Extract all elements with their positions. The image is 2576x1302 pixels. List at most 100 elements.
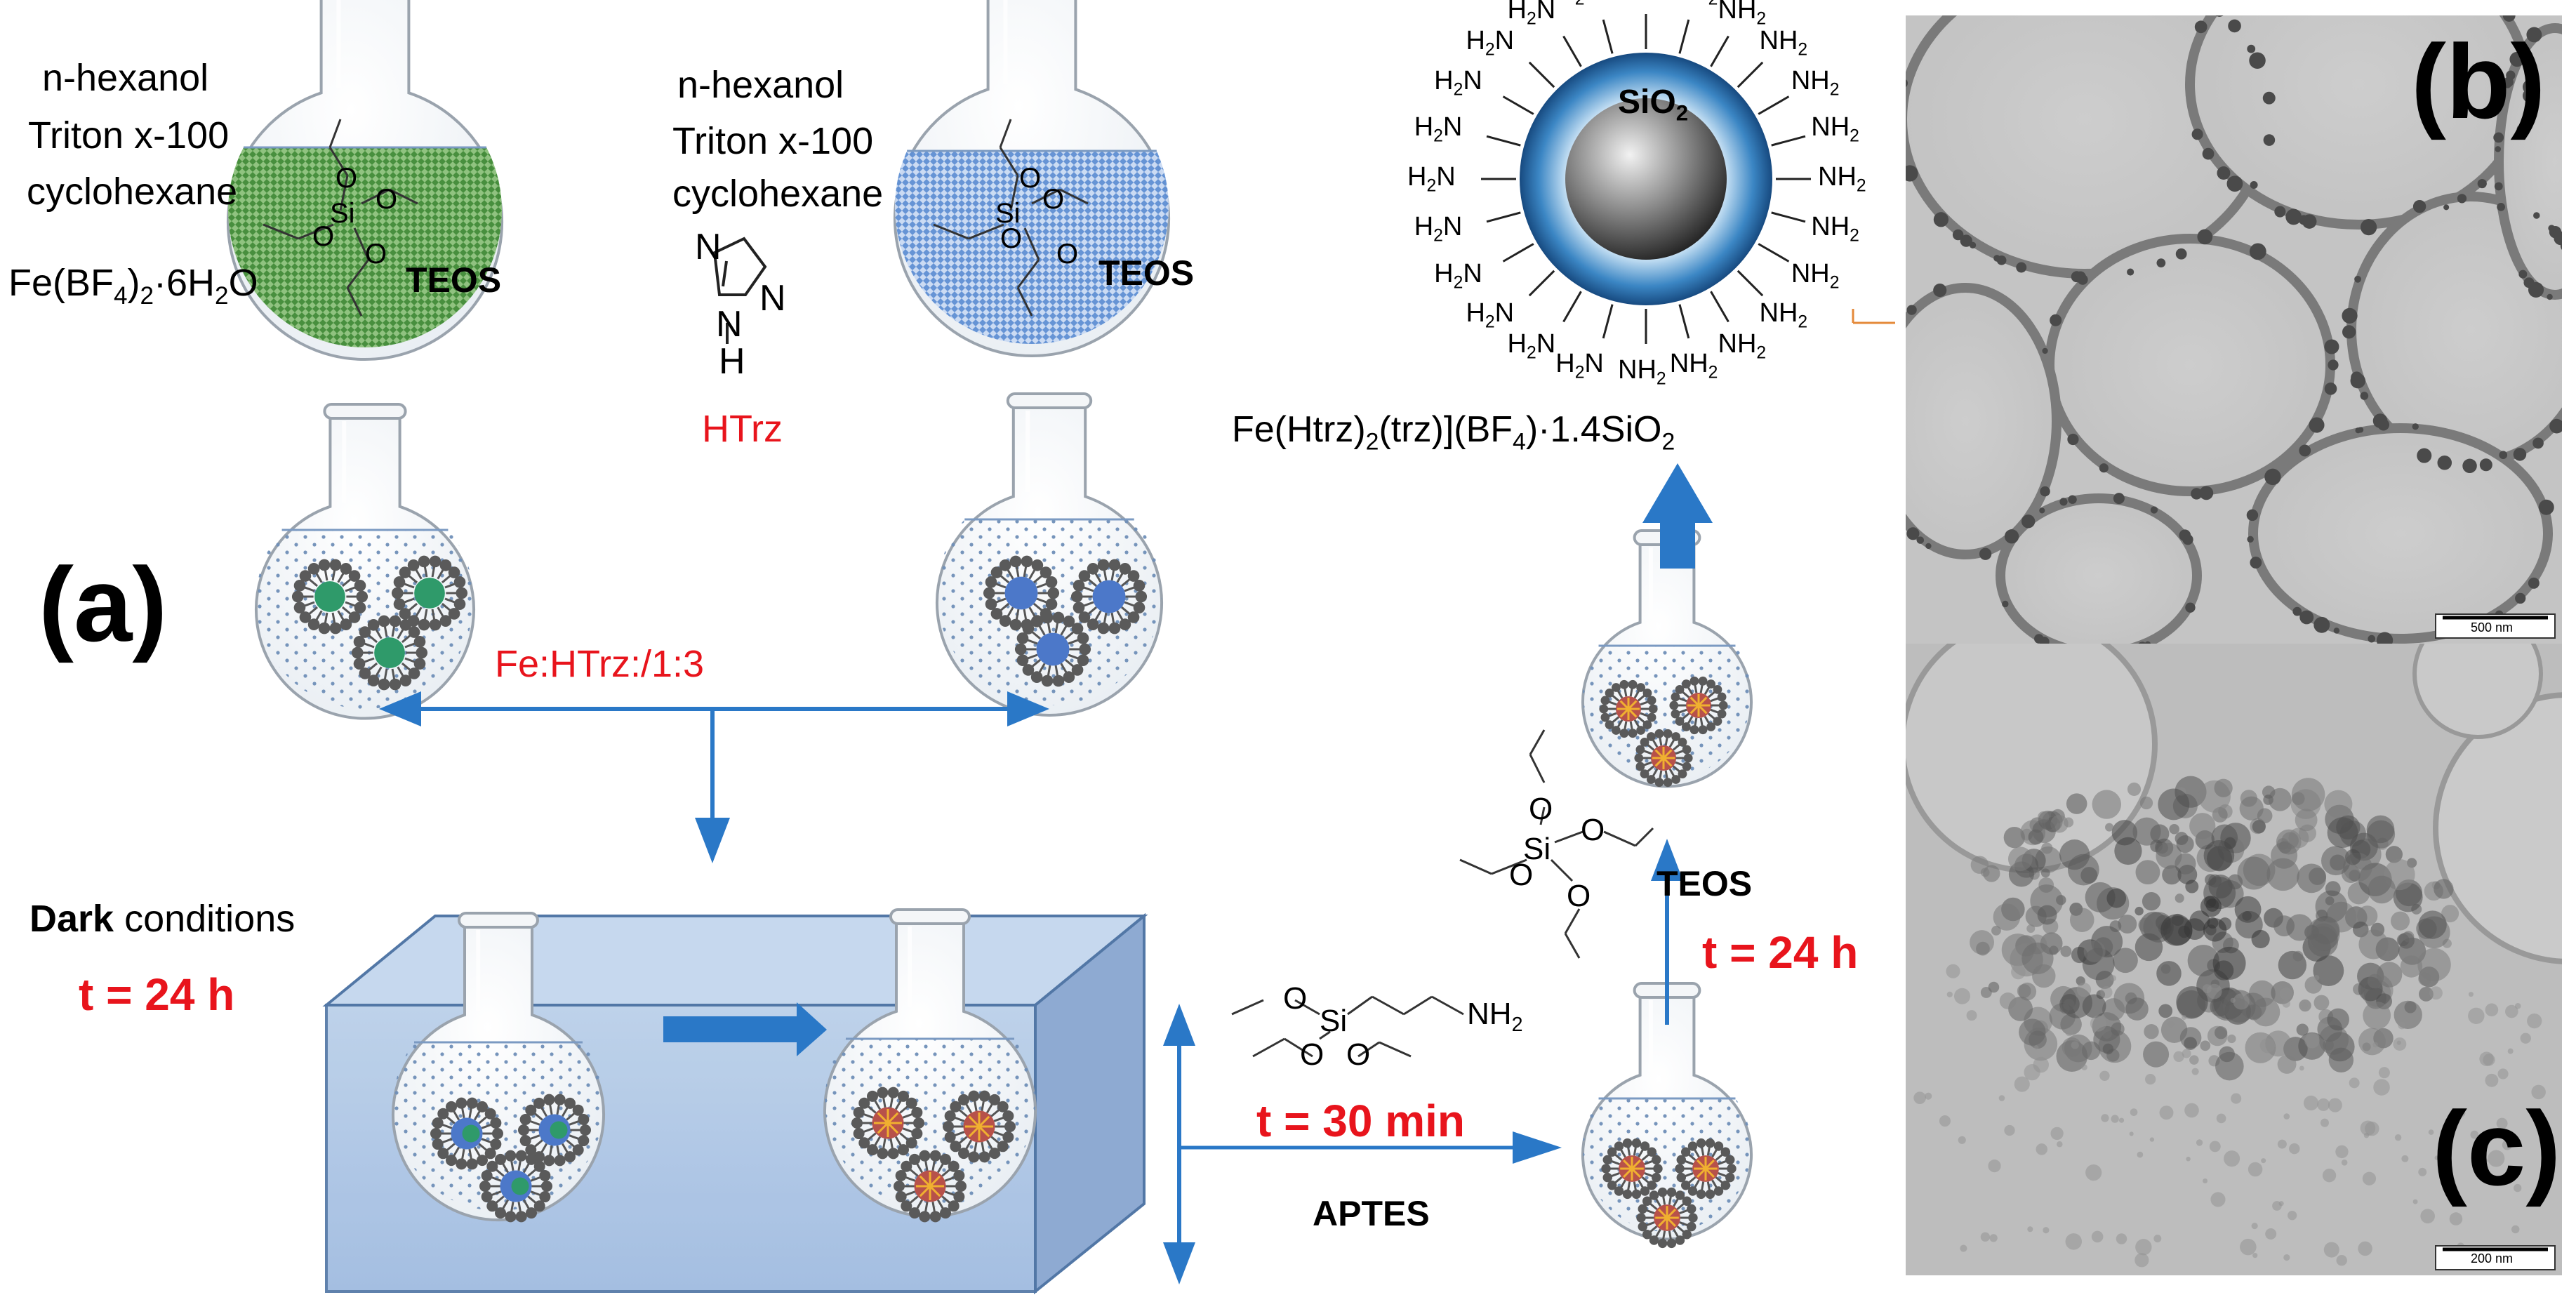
flask-ligand [894, 0, 1170, 357]
aggregate-faint [2076, 982, 2092, 997]
aggregate [2325, 881, 2341, 897]
lacey-carbon-hole [1996, 493, 2202, 644]
aggregate-faint [2184, 1103, 2199, 1118]
aggregate [2144, 1024, 2159, 1039]
aggregate [2297, 863, 2326, 894]
aggregate [2313, 955, 2344, 986]
tem-image-c [1906, 644, 2562, 1275]
aggregate [2234, 896, 2262, 923]
aggregate-faint [2301, 1002, 2308, 1009]
aggregate-faint [2420, 1209, 2436, 1223]
aptes-bond [1357, 1041, 1380, 1058]
solvent-line-2: Triton x-100 [28, 114, 230, 157]
particle [2215, 15, 2224, 17]
particle [1906, 165, 1914, 175]
particle [2274, 206, 2286, 218]
aggregate-faint [2259, 1038, 2275, 1054]
particle [1906, 305, 1917, 315]
particle [2113, 493, 2125, 505]
aggregate-faint [2118, 1117, 2125, 1123]
aggregate-faint [2167, 1021, 2175, 1028]
aptes-label: APTES [1313, 1194, 1430, 1233]
particle [1945, 8, 1952, 15]
flask-solution [825, 1039, 1035, 1207]
aggregate-faint [2149, 1137, 2155, 1142]
particle [2560, 241, 2562, 251]
particle [2526, 27, 2542, 43]
particle [2004, 529, 2019, 544]
triazole-ring [712, 237, 767, 296]
aggregate-faint [2231, 1093, 2242, 1104]
aggregate-faint [2277, 1139, 2287, 1149]
teos1-o2: O [376, 184, 398, 215]
teos-structure-2 [933, 119, 1089, 317]
mix-arrow-left-head [379, 691, 421, 726]
aggregate-faint [2265, 1228, 2277, 1240]
lacey-carbon-hole [2494, 23, 2562, 300]
amine-bond [1502, 95, 1534, 115]
particle [2075, 271, 2086, 283]
particle [1883, 493, 1897, 507]
particle [1960, 234, 1972, 247]
particle [2477, 178, 2487, 189]
aggregate-faint [1958, 1136, 1966, 1144]
nanoparticle-core [1565, 98, 1727, 260]
teos-label-step3: TEOS [1657, 864, 1753, 903]
aggregate [1970, 856, 1989, 874]
particle [2067, 433, 2079, 446]
aggregate-faint [2135, 1239, 2152, 1256]
micelle-fe-1 [291, 559, 369, 635]
aptes-o1: O [1283, 981, 1308, 1016]
aptes-bond [1284, 1037, 1313, 1058]
particle [2150, 506, 2158, 514]
particle [1933, 212, 1949, 227]
particle [2328, 384, 2335, 391]
particle [2197, 229, 2213, 245]
aggregate-faint [2373, 1079, 2390, 1096]
aggregate-faint [1913, 1091, 1926, 1105]
aggregate-faint [2303, 1095, 2319, 1111]
aggregate [2296, 1023, 2309, 1036]
particle [2127, 268, 2135, 276]
amine-label: NH2 [1670, 0, 1718, 10]
aggregate [2132, 817, 2161, 846]
particle [2217, 166, 2231, 180]
aggregate-faint [2116, 1233, 2127, 1244]
teos1-o1: O [336, 163, 358, 194]
aggregate-faint [2341, 1159, 2348, 1166]
aggregate-faint [1989, 1234, 1998, 1242]
particle [2533, 212, 2540, 219]
particle [2299, 610, 2314, 625]
particle [2309, 417, 2325, 433]
panel-label-c: (c) [2432, 1089, 2561, 1207]
micelle-red-3 [894, 1150, 967, 1223]
amine-label: NH2 [1811, 112, 1859, 146]
mix-arrow-right-head [1007, 691, 1049, 726]
aggregate-faint [2283, 1113, 2290, 1120]
particle [2417, 448, 2432, 463]
particle [2099, 463, 2109, 473]
aggregate-faint [2418, 1167, 2427, 1176]
dark-box-arrow [663, 1002, 827, 1056]
particle [2202, 147, 2215, 160]
flask-solution [1583, 646, 1752, 780]
amine-bond [1602, 304, 1614, 339]
aggregate [2135, 906, 2144, 916]
particle [2376, 632, 2394, 644]
teos1-o4: O [365, 239, 387, 270]
amine-bond [1602, 19, 1614, 54]
aggregate [2323, 1039, 2334, 1051]
dark-time-label: t = 24 h [79, 969, 235, 1020]
aggregate [2032, 964, 2056, 988]
aggregate-faint [2485, 1003, 2499, 1017]
micelle-coated-3 [1634, 729, 1693, 788]
particle [2199, 486, 2214, 500]
particle [2175, 248, 2187, 260]
aggregate-faint [2209, 1141, 2221, 1152]
particle [2246, 509, 2259, 522]
aggregate [2118, 915, 2137, 934]
micelle-fe-3 [351, 615, 428, 691]
particle [2247, 536, 2254, 543]
aggregate-faint [2349, 1077, 2360, 1089]
